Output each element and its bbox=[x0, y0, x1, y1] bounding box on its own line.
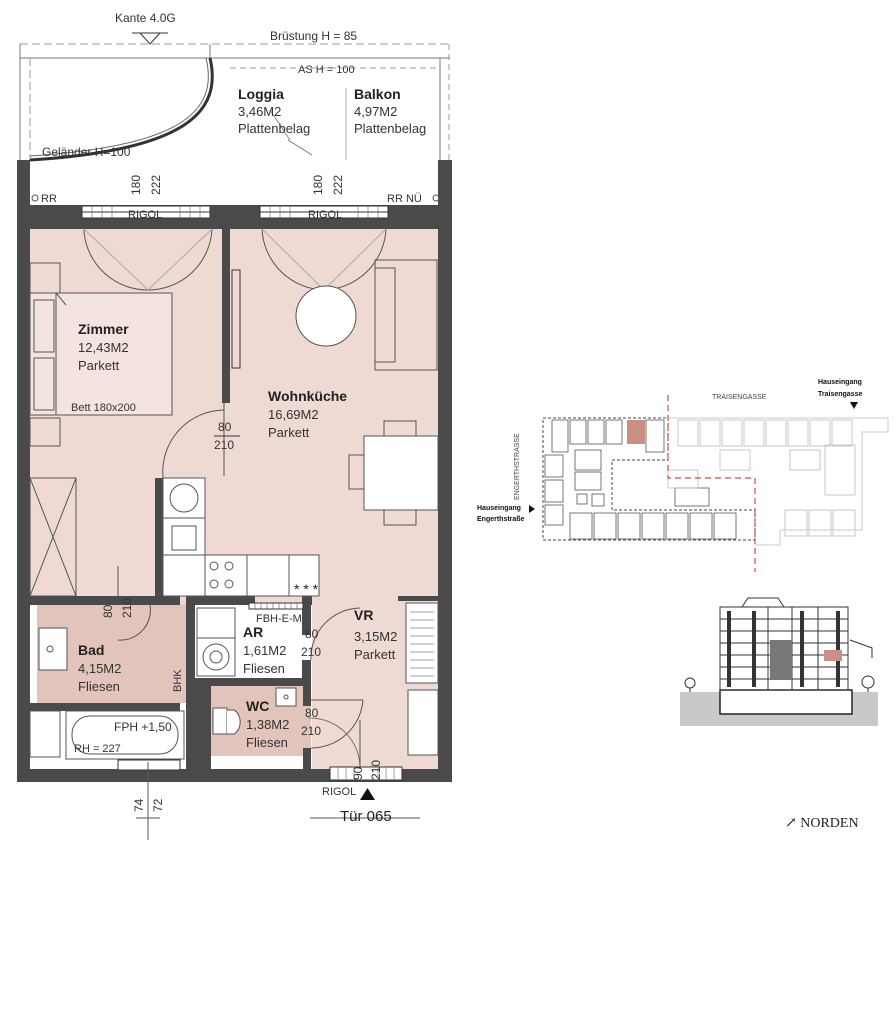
window-dim-180-a: 180 bbox=[129, 175, 143, 195]
as-height-label: AS H = 100 bbox=[298, 64, 355, 76]
loggia-name: Loggia bbox=[238, 86, 284, 102]
building-section bbox=[680, 597, 878, 726]
interior-walls bbox=[30, 229, 438, 769]
parapet-label: Brüstung H = 85 bbox=[270, 29, 357, 43]
rigol-label-2: RIGOL bbox=[308, 209, 342, 221]
wc-door-height: 210 bbox=[301, 724, 321, 738]
vr-floor: Parkett bbox=[354, 647, 396, 662]
plan-annotations: Kante 4.0G Brüstung H = 85 AS H = 100 Ge… bbox=[41, 11, 422, 825]
bhk-label: BHK bbox=[172, 669, 184, 692]
unit-highlight-site bbox=[627, 420, 645, 444]
street-engerthstrasse: ENGERTHSTRASSE bbox=[514, 433, 521, 500]
wc-floor: Fliesen bbox=[246, 735, 288, 750]
bad-door-height: 210 bbox=[120, 598, 134, 618]
bad-area: 4,15M2 bbox=[78, 661, 121, 676]
room-labels: Loggia 3,46M2 Plattenbelag Balkon 4,97M2… bbox=[78, 86, 426, 750]
unit-highlight-section bbox=[824, 650, 842, 661]
site-plan: TRAISENGASSE ENGERTHSTRASSE Hauseingang … bbox=[477, 379, 889, 572]
ar-name: AR bbox=[243, 624, 263, 640]
rigol-label-3: RIGOL bbox=[322, 786, 356, 798]
door-dimensions: 80 210 80 210 80 210 80 210 90 210 bbox=[101, 420, 383, 780]
kitchen-burner-marks: * * * bbox=[294, 581, 319, 597]
rh-label: RH = 227 bbox=[74, 743, 121, 755]
balcony-area bbox=[19, 32, 450, 162]
balkon-area: 4,97M2 bbox=[354, 104, 397, 119]
sill-dim-74: 74 bbox=[132, 798, 146, 812]
wc-door-width: 80 bbox=[305, 706, 319, 720]
ar-door-height: 210 bbox=[301, 645, 321, 659]
wohnkueche-name: Wohnküche bbox=[268, 388, 347, 404]
door-number: Tür 065 bbox=[340, 808, 392, 825]
zimmer-name: Zimmer bbox=[78, 321, 129, 337]
rigol-label-1: RIGOL bbox=[128, 209, 162, 221]
ar-door-width: 80 bbox=[305, 627, 319, 641]
wc-name: WC bbox=[246, 698, 269, 714]
loggia-floor: Plattenbelag bbox=[238, 121, 310, 136]
wc-area: 1,38M2 bbox=[246, 717, 289, 732]
ar-area: 1,61M2 bbox=[243, 643, 286, 658]
sill-dim-72: 72 bbox=[151, 798, 165, 812]
bed-label: Bett 180x200 bbox=[71, 402, 136, 414]
railing-label: Geländer H=100 bbox=[42, 145, 131, 159]
wohnkueche-area: 16,69M2 bbox=[268, 407, 319, 422]
bad-floor: Fliesen bbox=[78, 679, 120, 694]
entrance-engerthstrasse-2: Engerthstraße bbox=[477, 516, 525, 523]
zimmer-area: 12,43M2 bbox=[78, 340, 129, 355]
entrance-traisengasse-1: Hauseingang bbox=[818, 379, 862, 386]
rr-left-label: RR bbox=[41, 193, 57, 205]
fph-label: FPH +1,50 bbox=[114, 720, 172, 734]
rr-right-label: RR NÜ bbox=[387, 193, 422, 205]
zimmer-door-height: 210 bbox=[214, 438, 234, 452]
entry-door-height: 210 bbox=[369, 760, 383, 780]
vr-area: 3,15M2 bbox=[354, 629, 397, 644]
balkon-floor: Plattenbelag bbox=[354, 121, 426, 136]
ar-floor: Fliesen bbox=[243, 661, 285, 676]
window-dim-180-b: 180 bbox=[311, 175, 325, 195]
fbh-label: FBH-E-M bbox=[256, 613, 302, 625]
edge-label: Kante 4.0G bbox=[115, 11, 176, 25]
window-dim-222-a: 222 bbox=[149, 175, 163, 195]
zimmer-door-width: 80 bbox=[218, 420, 232, 434]
wohnkueche-floor: Parkett bbox=[268, 425, 310, 440]
loggia-area: 3,46M2 bbox=[238, 104, 281, 119]
window-dim-222-b: 222 bbox=[331, 175, 345, 195]
bad-name: Bad bbox=[78, 642, 104, 658]
zimmer-floor: Parkett bbox=[78, 358, 120, 373]
entry-door-width: 90 bbox=[351, 766, 365, 780]
windows bbox=[81, 205, 403, 781]
vr-name: VR bbox=[354, 607, 373, 623]
balkon-name: Balkon bbox=[354, 86, 401, 102]
entrance-traisengasse-2: Traisengasse bbox=[818, 391, 862, 398]
bad-door-width: 80 bbox=[101, 604, 115, 618]
entrance-engerthstrasse-1: Hauseingang bbox=[477, 505, 521, 512]
street-traisengasse: TRAISENGASSE bbox=[712, 394, 767, 401]
furniture bbox=[29, 194, 440, 840]
entrance-arrow-icon bbox=[360, 788, 375, 800]
room-fills bbox=[30, 229, 438, 769]
north-indicator: ↗ NORDEN bbox=[785, 816, 859, 831]
